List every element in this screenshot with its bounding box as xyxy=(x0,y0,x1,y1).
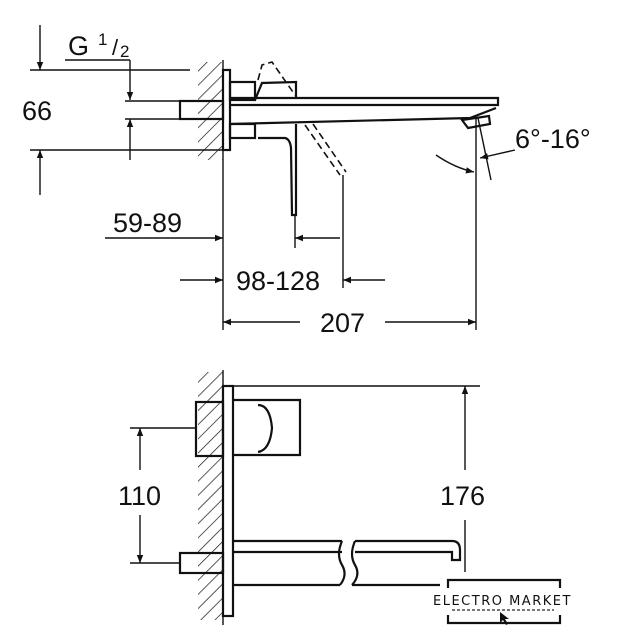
angle-leader xyxy=(479,149,516,160)
dim-height: 66 xyxy=(22,96,52,126)
spout xyxy=(229,96,500,126)
supply-pipe xyxy=(178,99,225,121)
spout xyxy=(233,539,462,587)
dim-plate-height: 176 xyxy=(440,481,485,511)
angle-line xyxy=(477,117,492,181)
thread-sub: 2 xyxy=(120,42,129,61)
valve-body-top xyxy=(228,80,257,102)
thread-label: G xyxy=(68,31,89,61)
dim-angle: 6°-16° xyxy=(515,124,591,154)
dim-spout-length: 207 xyxy=(320,308,365,338)
side-view: 176 110 xyxy=(118,370,485,625)
cursor-icon xyxy=(500,612,509,625)
logo-text: ELECTRO MARKET xyxy=(433,594,572,609)
dim-handle-range: 98-128 xyxy=(236,266,320,296)
dim-handle-reach: 59-89 xyxy=(113,208,182,238)
angle-arc xyxy=(435,154,475,174)
electro-market-logo: ELECTRO MARKET xyxy=(433,572,627,640)
handle xyxy=(233,398,302,457)
valve-body xyxy=(194,400,225,458)
spout-break xyxy=(337,540,359,586)
wall-hatch xyxy=(198,62,223,160)
thread-slash: / xyxy=(112,35,119,60)
handle xyxy=(253,80,298,217)
top-view: G 1 / 2 66 59-89 98-128 207 6°-16° xyxy=(22,25,591,338)
dim-centers: 110 xyxy=(118,481,161,511)
handle-dashed-outline xyxy=(257,61,347,176)
wall-hatch xyxy=(198,372,223,620)
wall-plate xyxy=(221,384,235,618)
aerator xyxy=(460,114,492,130)
thread-sup: 1 xyxy=(98,30,107,49)
valve-body-bottom xyxy=(228,122,257,140)
